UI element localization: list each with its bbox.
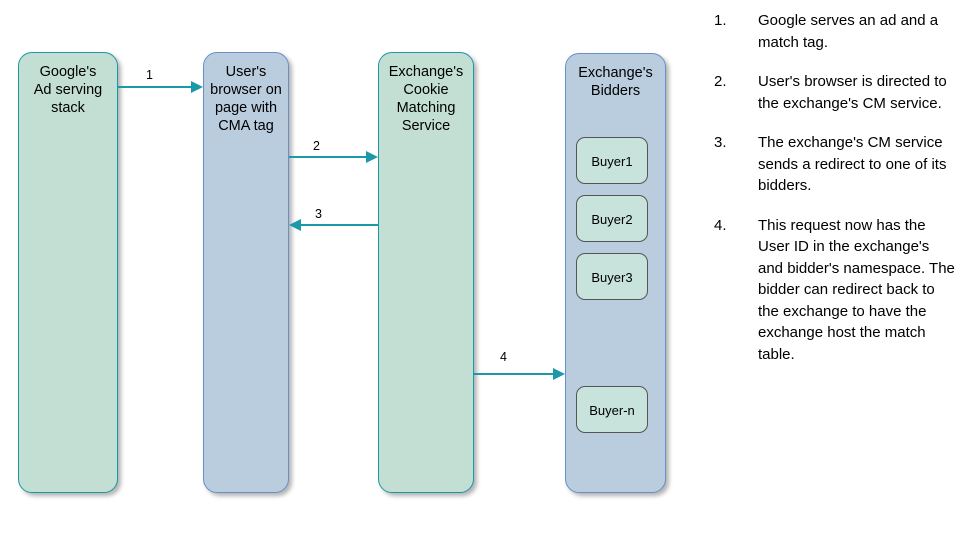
list-item-2-text: User's browser is directed to the exchan… (758, 73, 947, 112)
arrow-line-1 (118, 86, 195, 89)
arrow-label-4: 4 (500, 350, 507, 364)
buyer-chip-n[interactable]: Buyer-n (576, 386, 648, 433)
list-item-1: 1. Google serves an ad and a match tag. (706, 10, 956, 53)
arrow-label-3: 3 (315, 207, 322, 221)
list-item-1-text: Google serves an ad and a match tag. (758, 12, 939, 51)
arrow-line-4 (474, 373, 557, 376)
buyer-chip-2[interactable]: Buyer2 (576, 195, 648, 242)
box-google-ad-serving-stack-label: Google's Ad serving stack (33, 64, 103, 116)
arrow-head-3 (289, 219, 301, 231)
box-exchange-cookie-matching-service-label: Exchange's Cookie Matching Service (388, 64, 464, 134)
arrow-head-1 (191, 81, 203, 93)
buyer-chip-1[interactable]: Buyer1 (576, 137, 648, 184)
box-user-browser-label: User's browser on page with CMA tag (210, 64, 282, 134)
list-item-3: 3. The exchange's CM service sends a red… (706, 132, 956, 197)
arrow-line-3 (300, 224, 378, 227)
arrow-label-1: 1 (146, 68, 153, 82)
box-exchange-bidders[interactable]: Exchange's Bidders Buyer1 Buyer2 Buyer3 … (565, 53, 666, 493)
steps-list: 1. Google serves an ad and a match tag. … (706, 10, 956, 383)
list-item-2-number: 2. (714, 73, 727, 90)
list-item-4-text: This request now has the User ID in the … (758, 216, 955, 363)
list-item-3-number: 3. (714, 134, 727, 151)
box-user-browser[interactable]: User's browser on page with CMA tag (203, 52, 289, 493)
buyer-chip-3[interactable]: Buyer3 (576, 253, 648, 300)
box-google-ad-serving-stack[interactable]: Google's Ad serving stack (18, 52, 118, 493)
arrow-label-2: 2 (313, 139, 320, 153)
list-item-3-text: The exchange's CM service sends a redire… (758, 134, 947, 194)
list-item-2: 2. User's browser is directed to the exc… (706, 71, 956, 114)
list-item-1-number: 1. (714, 12, 727, 29)
arrow-line-2 (289, 156, 370, 159)
arrow-head-4 (553, 368, 565, 380)
list-item-4: 4. This request now has the User ID in t… (706, 215, 956, 366)
arrow-head-2 (366, 151, 378, 163)
box-exchange-cookie-matching-service[interactable]: Exchange's Cookie Matching Service (378, 52, 474, 493)
box-exchange-bidders-label: Exchange's Bidders (578, 65, 653, 99)
list-item-4-number: 4. (714, 216, 727, 234)
